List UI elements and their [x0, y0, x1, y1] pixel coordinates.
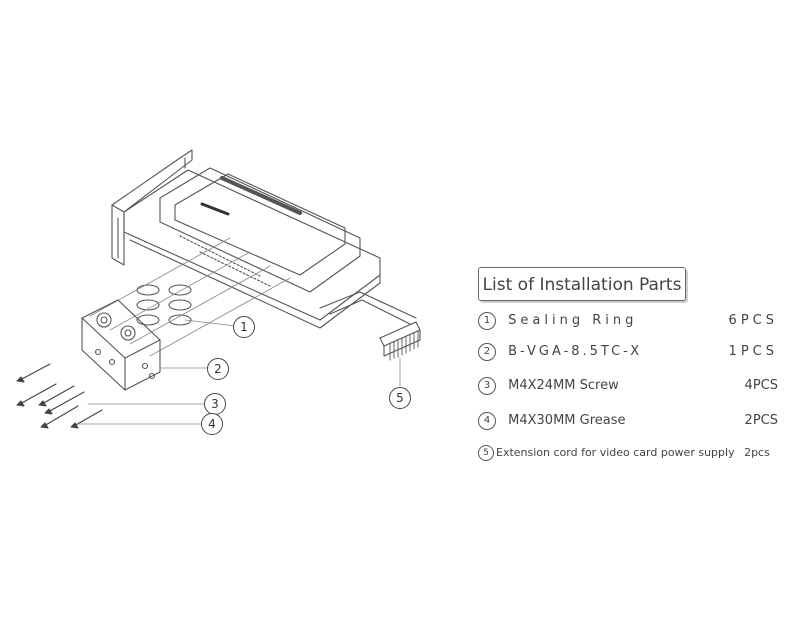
part-row-1: 1 Sealing Ring 6PCS — [478, 310, 778, 332]
callout-3: 3 — [204, 393, 226, 415]
part-number: 5 — [478, 445, 494, 461]
part-row-4: 4 M4X30MM Grease 2PCS — [478, 410, 778, 432]
part-qty: 2PCS — [744, 413, 778, 428]
callout-5: 5 — [389, 387, 411, 409]
part-number: 3 — [478, 376, 496, 395]
part-row-2: 2 B-VGA-8.5TC-X 1PCS — [478, 341, 778, 363]
callout-1: 1 — [233, 316, 255, 338]
part-name: B-VGA-8.5TC-X — [508, 344, 643, 359]
terminal-block — [81, 299, 161, 391]
part-row-3: 3 M4X24MM Screw 4PCS — [478, 375, 778, 397]
part-number: 1 — [478, 311, 496, 330]
part-number: 2 — [478, 342, 496, 361]
part-qty: 2pcs — [744, 446, 770, 459]
part-number: 4 — [478, 411, 496, 430]
part-name: Extension cord for video card power supp… — [496, 446, 735, 459]
alignment-lines — [89, 237, 291, 357]
parts-list-title: List of Installation Parts — [478, 267, 686, 301]
screws — [16, 363, 103, 429]
gpu-card — [123, 167, 381, 329]
pcie-bracket — [111, 149, 193, 266]
leader-lines — [77, 319, 401, 425]
extension-cord — [319, 291, 421, 361]
part-name: M4X30MM Grease — [508, 413, 626, 428]
part-qty: 4PCS — [744, 378, 778, 393]
part-name: Sealing Ring — [508, 313, 638, 328]
part-name: M4X24MM Screw — [508, 378, 619, 393]
callout-4: 4 — [201, 413, 223, 435]
sealing-rings — [136, 284, 192, 326]
part-qty: 1PCS — [728, 344, 778, 359]
part-qty: 6PCS — [728, 313, 778, 328]
callout-2: 2 — [207, 358, 229, 380]
